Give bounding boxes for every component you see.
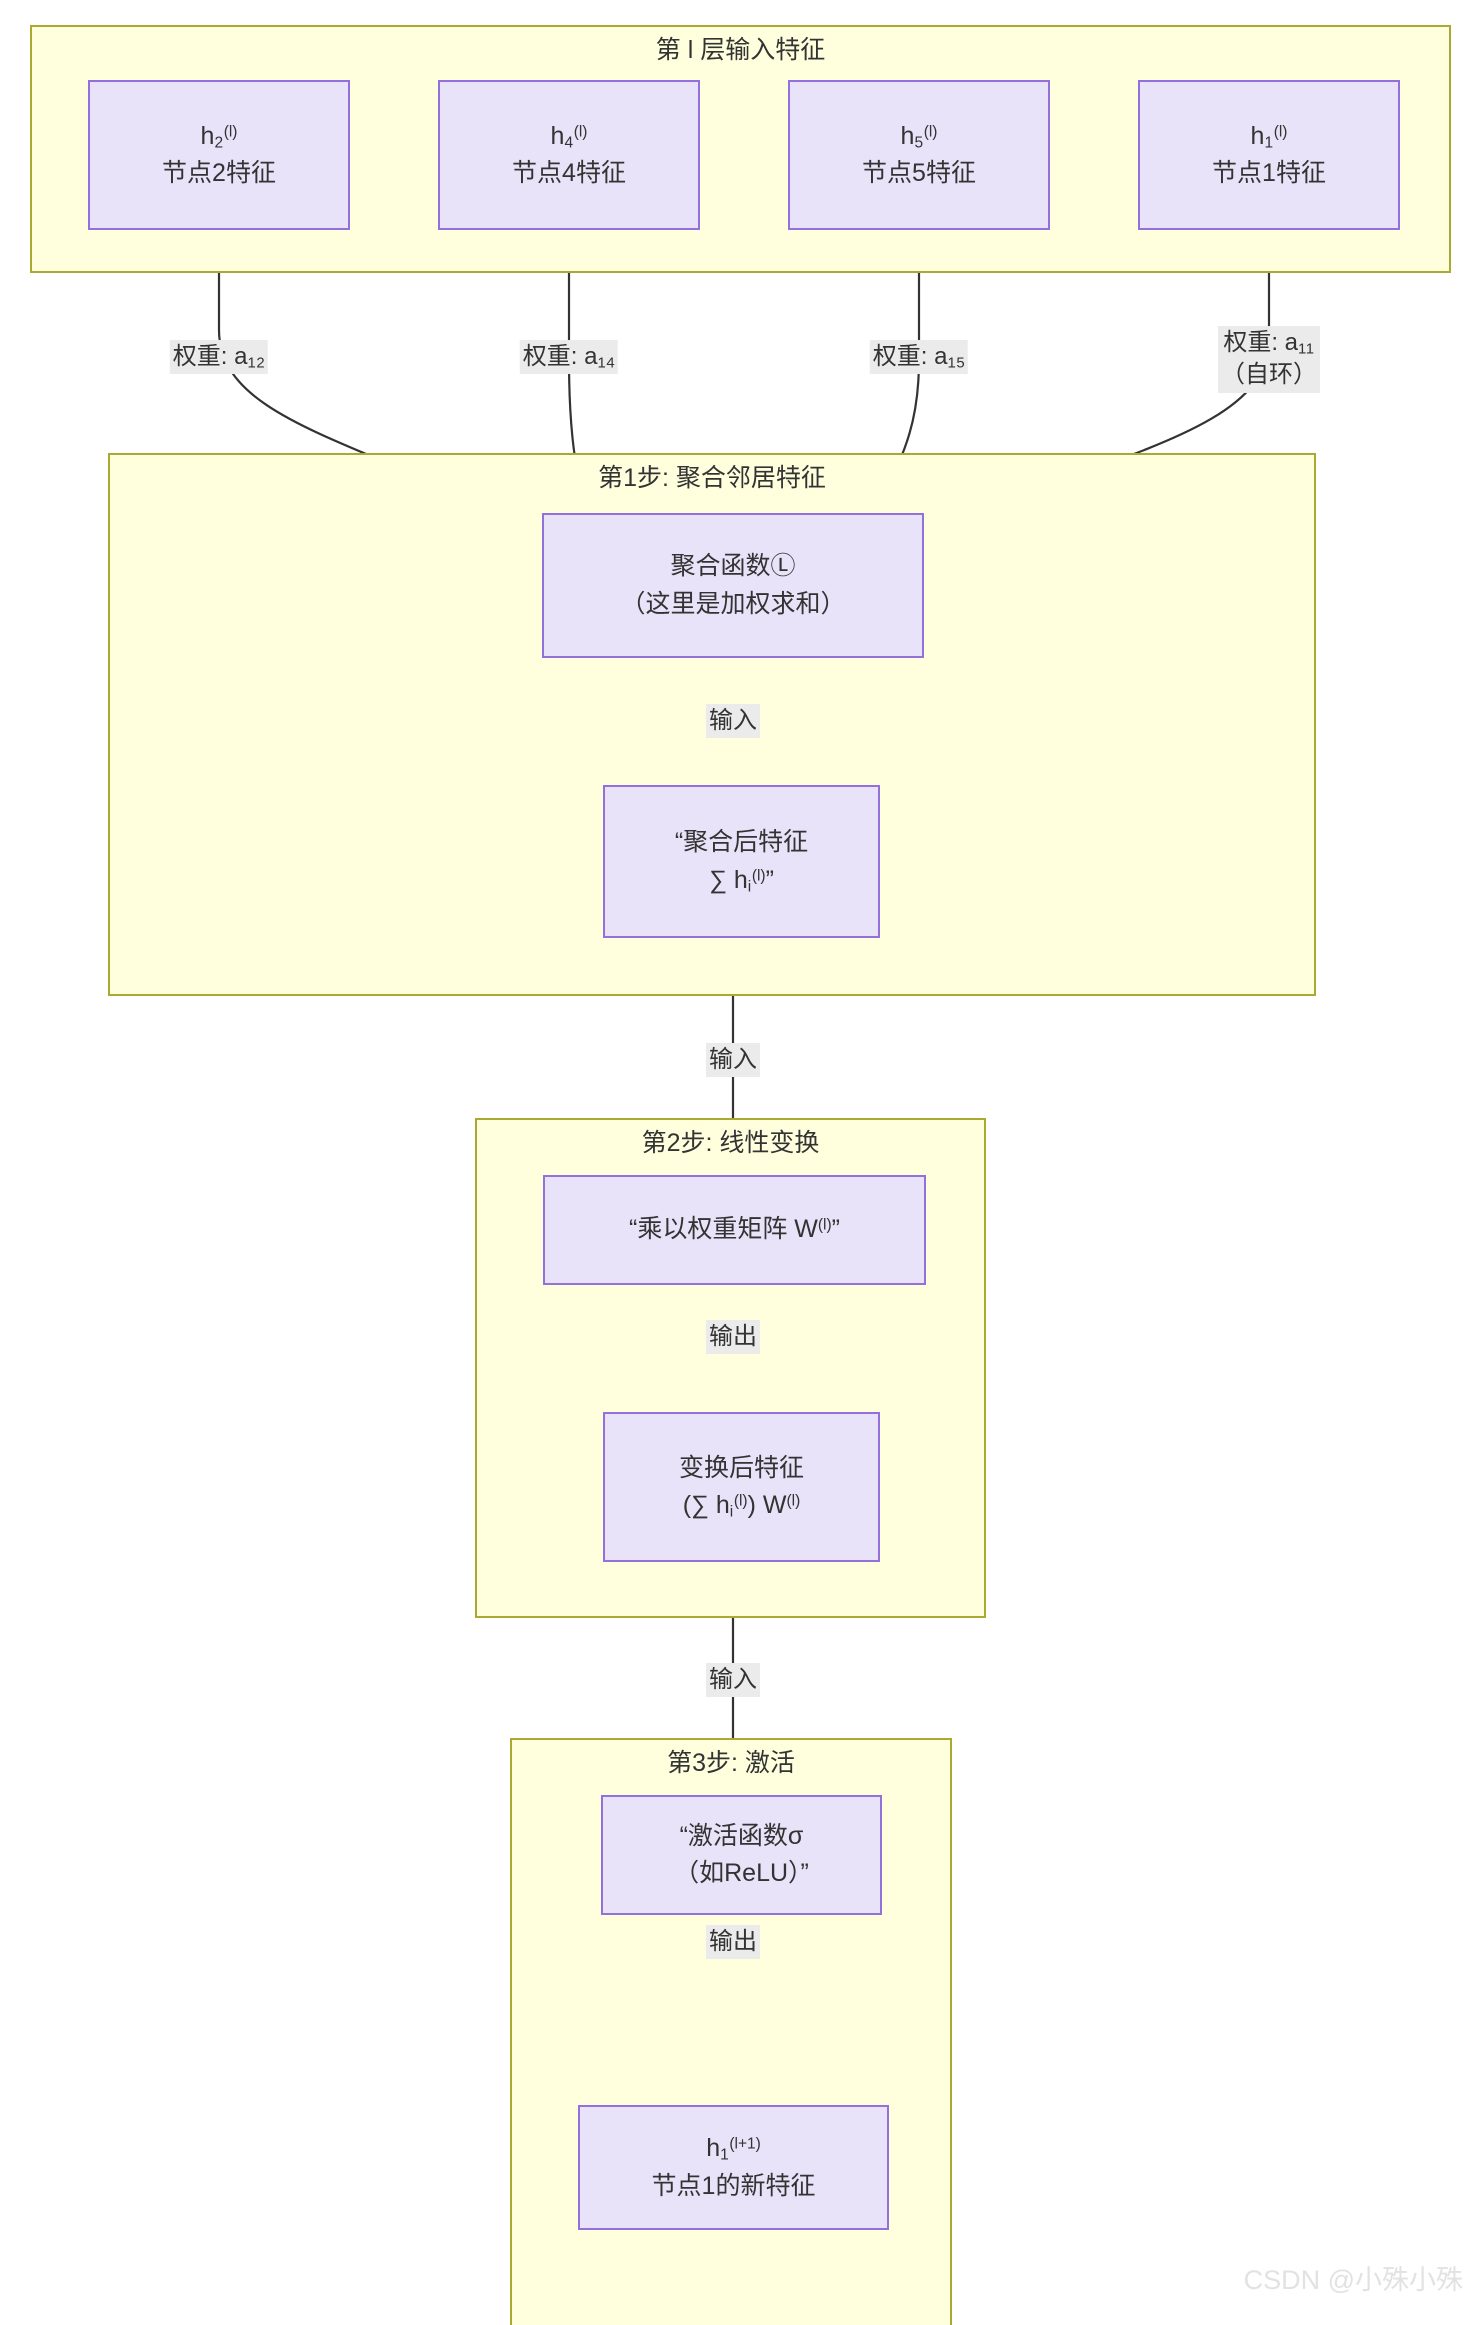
weight-a11-sub: 11 [1298, 341, 1315, 358]
node-h4[interactable]: h4(l) 节点4特征 [438, 80, 700, 230]
node-aggregated-feature[interactable]: “聚合后特征 ∑ hi(l)” [603, 785, 880, 938]
weight-a14-sub: 14 [597, 355, 616, 372]
edge-label-weight-a11: 权重: a11 （自环） [1218, 326, 1320, 393]
transformed-feature-line2: (∑ hi(l)) W(l) [682, 1491, 801, 1521]
node-h4-symbol: h4(l) [550, 121, 588, 151]
edge-label-step2-output: 输出 [706, 1320, 760, 1355]
aggregate-function-line2: （这里是加权求和） [620, 589, 846, 618]
activation-function-line1: “激活函数σ [679, 1821, 804, 1850]
weight-a12-text: 权重: a [172, 343, 248, 370]
aggregate-function-line1: 聚合函数Ⓛ [670, 552, 796, 580]
node-h2-symbol: h2(l) [200, 121, 238, 151]
node-h5-desc: 节点5特征 [862, 159, 976, 187]
node-h5-symbol: h5(l) [900, 121, 938, 151]
aggregated-feature-line1: “聚合后特征 [674, 828, 809, 856]
node-h2-desc: 节点2特征 [162, 159, 276, 187]
node-output-feature[interactable]: h1(l+1) 节点1的新特征 [578, 2105, 889, 2230]
edge-label-step3-output: 输出 [706, 1925, 760, 1960]
activation-function-line2: （如ReLU）” [674, 1859, 809, 1887]
weight-a15-text: 权重: a [872, 343, 948, 370]
weight-matrix-text: “乘以权重矩阵 W(l)” [629, 1215, 840, 1244]
edge-label-weight-a12: 权重: a12 [169, 340, 269, 375]
weight-a11-line1: 权重: a11 [1221, 327, 1317, 359]
weight-a14-text: 权重: a [522, 343, 598, 370]
node-h5[interactable]: h5(l) 节点5特征 [788, 80, 1050, 230]
weight-a11-line2: （自环） [1221, 361, 1317, 389]
edge-label-step3-input: 输入 [706, 1663, 760, 1698]
node-h4-desc: 节点4特征 [512, 159, 626, 187]
weight-a12-sub: 12 [247, 355, 266, 372]
group-step1-title: 第1步: 聚合邻居特征 [598, 464, 826, 492]
group-step2-title: 第2步: 线性变换 [641, 1129, 820, 1157]
edge-label-weight-a15: 权重: a15 [869, 340, 969, 375]
output-feature-desc: 节点1的新特征 [651, 2171, 816, 2200]
group-input-layer-title: 第 l 层输入特征 [655, 36, 826, 64]
node-h2[interactable]: h2(l) 节点2特征 [88, 80, 350, 230]
output-feature-symbol: h1(l+1) [706, 2134, 761, 2164]
weight-a15-sub: 15 [947, 355, 966, 372]
node-transformed-feature[interactable]: 变换后特征 (∑ hi(l)) W(l) [603, 1412, 880, 1562]
watermark: CSDN @小殊小殊 [1243, 2265, 1463, 2295]
node-h1[interactable]: h1(l) 节点1特征 [1138, 80, 1400, 230]
node-aggregate-function[interactable]: 聚合函数Ⓛ （这里是加权求和） [542, 513, 924, 658]
group-step3-title: 第3步: 激活 [667, 1749, 795, 1777]
weight-a11-text: 权重: a [1223, 329, 1299, 356]
node-activation-function[interactable]: “激活函数σ （如ReLU）” [601, 1795, 882, 1915]
transformed-feature-line1: 变换后特征 [678, 1453, 804, 1482]
node-weight-matrix[interactable]: “乘以权重矩阵 W(l)” [543, 1175, 926, 1285]
aggregated-feature-line2: ∑ hi(l)” [709, 865, 774, 895]
edge-label-agg-input: 输入 [706, 704, 760, 739]
edge-label-step2-input: 输入 [706, 1043, 760, 1078]
node-h1-symbol: h1(l) [1250, 121, 1288, 151]
edge-label-weight-a14: 权重: a14 [519, 340, 619, 375]
node-h1-desc: 节点1特征 [1212, 159, 1326, 187]
